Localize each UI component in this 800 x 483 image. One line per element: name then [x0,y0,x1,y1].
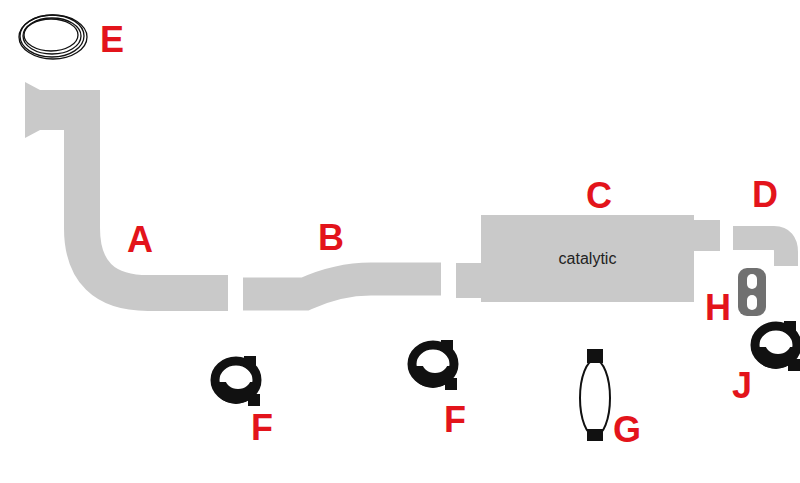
part-letter: A [127,222,153,258]
tail-pipe [733,238,786,266]
part-letter: J [732,368,752,404]
part-letter: D [752,177,778,213]
part-letter: F [444,402,466,438]
part-letter: E [100,22,124,58]
clamp [215,356,260,406]
strap [580,350,610,440]
part-letter: F [251,410,273,446]
part-text: catalytic [559,250,617,268]
part-letter: B [318,220,344,256]
clamp [755,321,800,371]
rubber-hanger [738,268,766,316]
front-pipe [82,95,228,293]
part-letter: C [586,178,612,214]
part-letter: H [705,290,731,326]
catalytic-converter: catalytic [481,215,694,302]
gasket [19,15,87,59]
part-letter: G [613,412,641,448]
inlet-stub [456,263,482,298]
clamp [412,340,457,390]
intermediate-pipe [243,279,441,294]
outlet-stub [693,220,720,251]
